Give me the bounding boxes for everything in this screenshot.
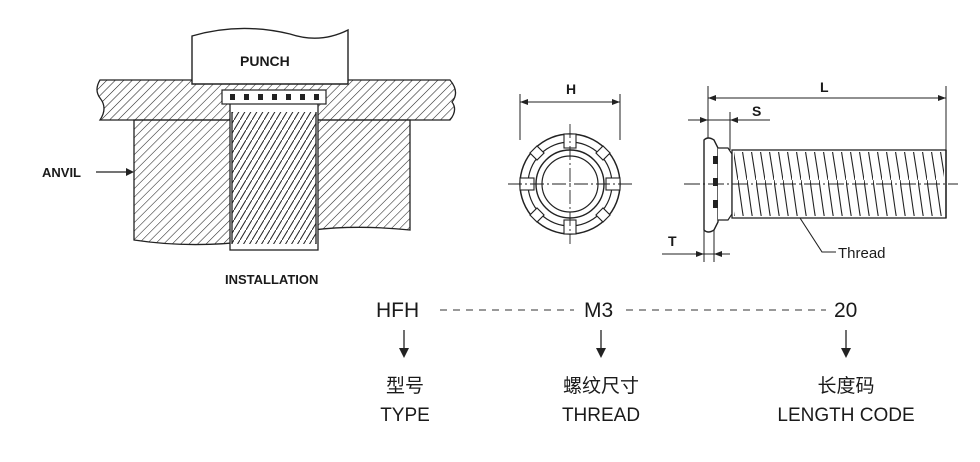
code-type: HFH — [376, 299, 419, 322]
bolt-knurl — [713, 156, 721, 208]
caption-cn-length: 长度码 — [817, 375, 874, 397]
dim-t-label: T — [668, 233, 677, 249]
caption-en-thread: THREAD — [562, 405, 640, 426]
caption-cn-type: 型号 — [386, 375, 424, 397]
punch-tool — [191, 27, 349, 85]
installation-section: PUNCH ANVIL INSTALLATION — [42, 27, 457, 287]
knurl-teeth — [230, 94, 319, 100]
part-code-legend: HFH M3 20 型号 TYPE 螺纹尺寸 THREAD 长度码 LENGTH… — [376, 299, 915, 426]
thread-label: Thread — [838, 245, 886, 262]
thread-leader — [799, 217, 836, 253]
down-arrow-type — [399, 330, 409, 358]
caption-cn-thread: 螺纹尺寸 — [563, 375, 639, 397]
punch-label: PUNCH — [240, 53, 290, 69]
dim-l-label: L — [820, 79, 829, 95]
side-view: L S T Thread — [662, 79, 958, 262]
installation-label: INSTALLATION — [225, 272, 318, 287]
caption-en-type: TYPE — [380, 405, 430, 426]
caption-en-length: LENGTH CODE — [777, 405, 914, 426]
dim-h-label: H — [566, 81, 576, 97]
down-arrow-thread — [596, 330, 606, 358]
anvil-arrow-head — [126, 168, 134, 176]
fastener-thread — [232, 112, 316, 244]
code-thread: M3 — [584, 299, 613, 322]
anvil-label: ANVIL — [42, 165, 81, 180]
down-arrow-length — [841, 330, 851, 358]
dim-s-label: S — [752, 103, 761, 119]
code-length: 20 — [834, 299, 857, 322]
end-view: H — [508, 81, 632, 244]
